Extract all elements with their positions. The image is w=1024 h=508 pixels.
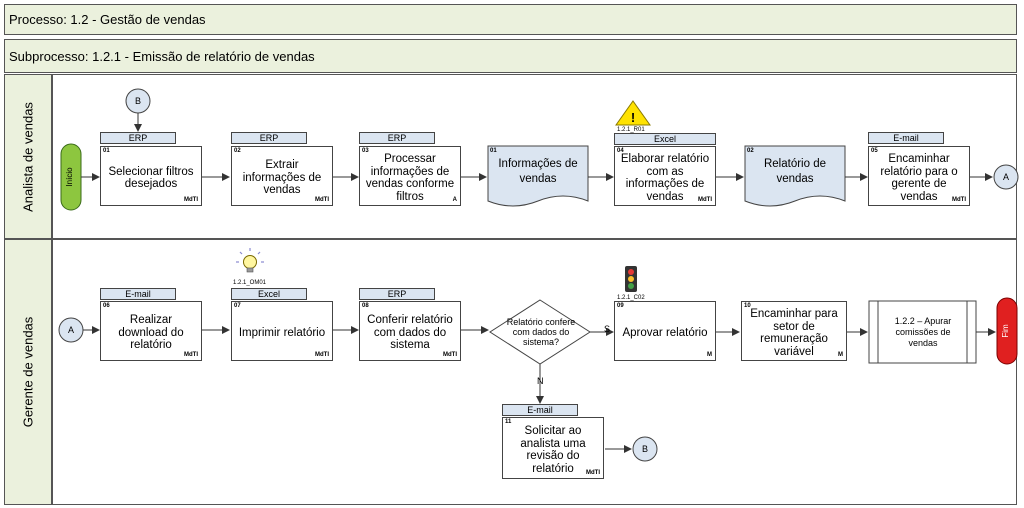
gateway-yes-label: S [604,324,611,334]
document-shape-02 [744,145,846,207]
lane-label-manager: Gerente de vendas [4,239,52,505]
task-10-label: Encaminhar para setor de remuneração var… [750,308,838,358]
task-02-system: ERP [231,132,307,144]
connector-a-right-label: A [1002,172,1009,182]
task-06-number: 06 [103,303,110,309]
gateway-label: Relatório confere com dados do sistema? [506,317,576,347]
document-shape-01 [487,145,589,207]
svg-text:!: ! [631,110,635,125]
task-03-number: 03 [362,148,369,154]
task-10[interactable]: 10 Encaminhar para setor de remuneração … [741,301,847,361]
task-09[interactable]: 09 Aprovar relatório M [614,301,716,361]
start-event-label: Início [65,167,74,187]
task-11[interactable]: 11 Solicitar ao analista uma revisão do … [502,417,604,479]
task-01[interactable]: 01 Selecionar filtros desejados MdTI [100,146,202,206]
risk-label: 1.2.1_R01 [617,127,645,133]
task-04-number: 04 [617,148,624,154]
subprocess-box [868,300,977,364]
connector-b-bottom [632,436,658,462]
task-03-label: Processar informações de vendas conforme… [365,153,455,203]
task-07-mark: MdTI [315,352,329,358]
document-02-number: 02 [747,148,754,154]
task-06[interactable]: 06 Realizar download do relatório MdTI [100,301,202,361]
task-02[interactable]: 02 Extrair informações de vendas MdTI [231,146,333,206]
lightbulb-icon [236,248,264,273]
subprocess-header: Subprocesso: 1.2.1 - Emissão de relatóri… [4,39,1017,73]
task-04[interactable]: 04 Elaborar relatório com as informações… [614,146,716,206]
process-header: Processo: 1.2 - Gestão de vendas [4,4,1017,35]
task-09-mark: M [707,352,712,358]
traffic-light-icon [625,266,637,292]
task-08-system: ERP [359,288,435,300]
task-09-number: 09 [617,303,624,309]
document-01-label: Informações de vendas [498,158,578,185]
lane-label-analyst: Analista de vendas [4,74,52,239]
task-11-system: E-mail [502,404,578,416]
connector-b-bottom-label: B [641,444,648,454]
task-03[interactable]: 03 Processar informações de vendas confo… [359,146,461,206]
connector-b-top-label: B [134,96,141,106]
task-08-mark: MdTI [443,352,457,358]
warning-icon [615,100,651,126]
task-05-number: 05 [871,148,878,154]
task-02-label: Extrair informações de vendas [242,159,322,197]
task-07-label: Imprimir relatório [238,326,326,339]
document-01-number: 01 [490,148,497,154]
task-08[interactable]: 08 Conferir relatório com dados do siste… [359,301,461,361]
task-06-mark: MdTI [184,352,198,358]
end-event [996,297,1018,365]
task-04-system: Excel [614,133,716,145]
task-05[interactable]: 05 Encaminhar relatório para o gerente d… [868,146,970,206]
task-11-label: Solicitar ao analista uma revisão do rel… [520,425,586,475]
task-05-label: Encaminhar relatório para o gerente de v… [880,153,958,203]
task-11-mark: MdTI [586,470,600,476]
task-09-label: Aprovar relatório [622,326,708,339]
task-07-number: 07 [234,303,241,309]
connector-a-left-label: A [67,325,74,335]
task-10-number: 10 [744,303,751,309]
task-01-system: ERP [100,132,176,144]
task-11-number: 11 [505,419,512,425]
task-03-system: ERP [359,132,435,144]
task-10-mark: M [838,352,843,358]
task-02-number: 02 [234,148,241,154]
task-02-mark: MdTI [315,197,329,203]
task-06-label: Realizar download do relatório [118,314,184,352]
task-05-mark: MdTI [952,197,966,203]
process-title: Processo: 1.2 - Gestão de vendas [9,12,206,27]
task-04-label: Elaborar relatório com as informações de… [620,153,710,203]
task-01-number: 01 [103,148,110,154]
subprocess-title: Subprocesso: 1.2.1 - Emissão de relatóri… [9,48,315,64]
task-01-label: Selecionar filtros desejados [108,165,194,191]
subprocess-link-label: 1.2.2 – Apurar comissões de vendas [894,315,952,348]
gateway-no-label: N [537,376,544,386]
task-01-mark: MdTI [184,197,198,203]
task-08-number: 08 [362,303,369,309]
document-02-label: Relatório de vendas [763,158,826,185]
task-07[interactable]: 07 Imprimir relatório MdTI [231,301,333,361]
task-08-label: Conferir relatório com dados do sistema [367,314,453,352]
task-05-system: E-mail [868,132,944,144]
task-04-mark: MdTI [698,197,712,203]
control-label: 1.2.1_C02 [617,295,645,301]
task-03-mark: A [452,197,457,203]
task-07-system: Excel [231,288,307,300]
opportunity-label: 1.2.1_OM01 [233,280,267,286]
end-event-label: Fim [1001,324,1010,338]
connector-a-right [993,164,1019,190]
task-06-system: E-mail [100,288,176,300]
